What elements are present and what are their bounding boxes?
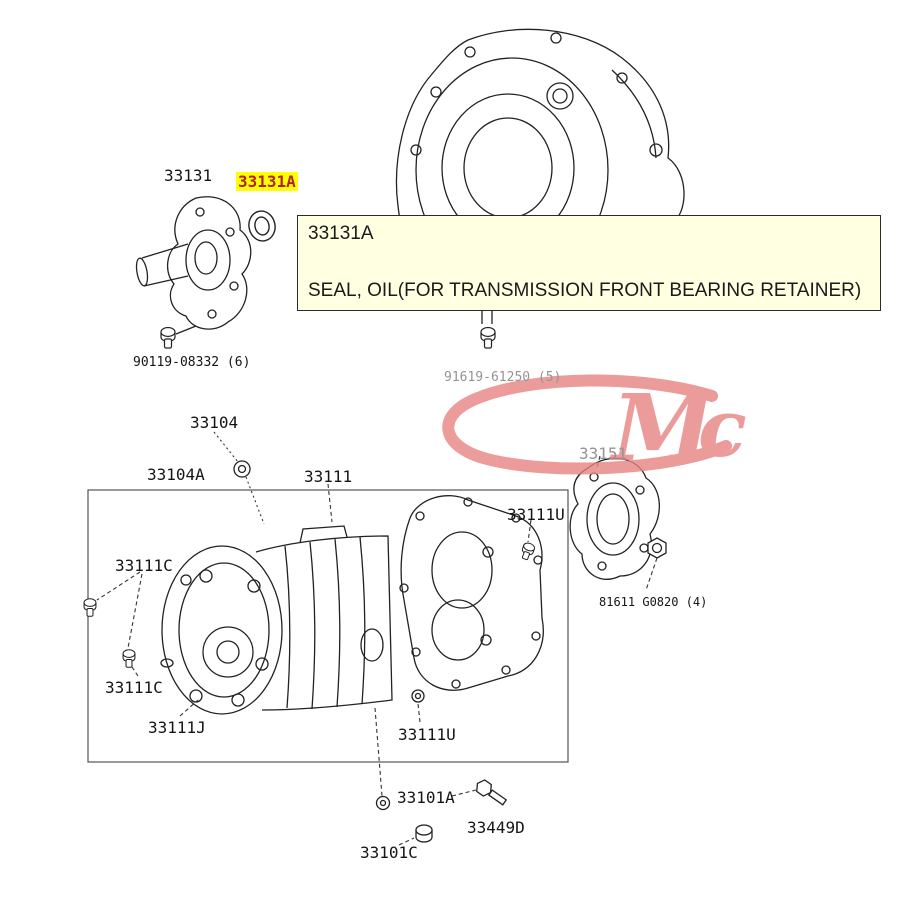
watermark-letter-c: c (698, 381, 747, 475)
selection-box (87, 489, 569, 763)
bolt-icon (160, 326, 176, 349)
part-label-33101c[interactable]: 33101C (360, 843, 418, 862)
transmission-case-drawing (161, 525, 393, 715)
bolt-icon (480, 326, 496, 349)
part-label-90119-08332[interactable]: 90119-08332 (6) (133, 355, 251, 370)
plug-icon (415, 824, 433, 843)
intermediate-plate-drawing (399, 495, 544, 691)
bolt-icon (83, 598, 97, 617)
tooltip-description: SEAL, OIL(FOR TRANSMISSION FRONT BEARING… (308, 280, 862, 302)
washer-icon (233, 460, 251, 478)
front-bearing-retainer-drawing (135, 196, 252, 335)
part-label-33111c-bottom[interactable]: 33111C (105, 678, 163, 697)
part-label-33131[interactable]: 33131 (164, 166, 213, 185)
bolt-icon (518, 541, 537, 562)
part-label-33111c-top[interactable]: 33111C (115, 556, 173, 575)
part-label-33131a-highlighted[interactable]: 33131A (236, 172, 298, 191)
bolt-icon (411, 689, 425, 703)
tooltip-part-number: 33131A (308, 223, 374, 244)
leader-lines (96, 431, 658, 846)
part-label-33111j[interactable]: 33111J (148, 718, 206, 737)
plug-icon (160, 658, 174, 668)
nut-icon (647, 537, 667, 559)
oil-seal-drawing (248, 210, 276, 242)
part-label-33104[interactable]: 33104 (190, 413, 239, 432)
rear-bearing-retainer-drawing (569, 457, 661, 580)
part-label-33111u-top[interactable]: 33111U (507, 505, 565, 524)
part-label-81611[interactable]: 81611 G0820 (4) (599, 595, 708, 609)
hex-bolt-icon (476, 779, 508, 806)
part-tooltip: 33131A SEAL, OIL(FOR TRANSMISSION FRONT … (297, 215, 881, 311)
part-label-33111u-bottom[interactable]: 33111U (398, 725, 456, 744)
part-label-33151[interactable]: 33151 (579, 444, 628, 463)
part-label-33104a[interactable]: 33104A (147, 465, 205, 484)
watermark: M c (442, 374, 747, 482)
part-label-91619-61250[interactable]: 91619-61250 (5) (444, 370, 562, 385)
part-label-33449d[interactable]: 33449D (467, 818, 525, 837)
part-label-33111[interactable]: 33111 (304, 467, 353, 486)
watermark-letter-m: M (609, 374, 717, 482)
part-label-33101a[interactable]: 33101A (397, 788, 455, 807)
bolt-icon (122, 649, 136, 668)
bolt-icon (375, 795, 391, 811)
